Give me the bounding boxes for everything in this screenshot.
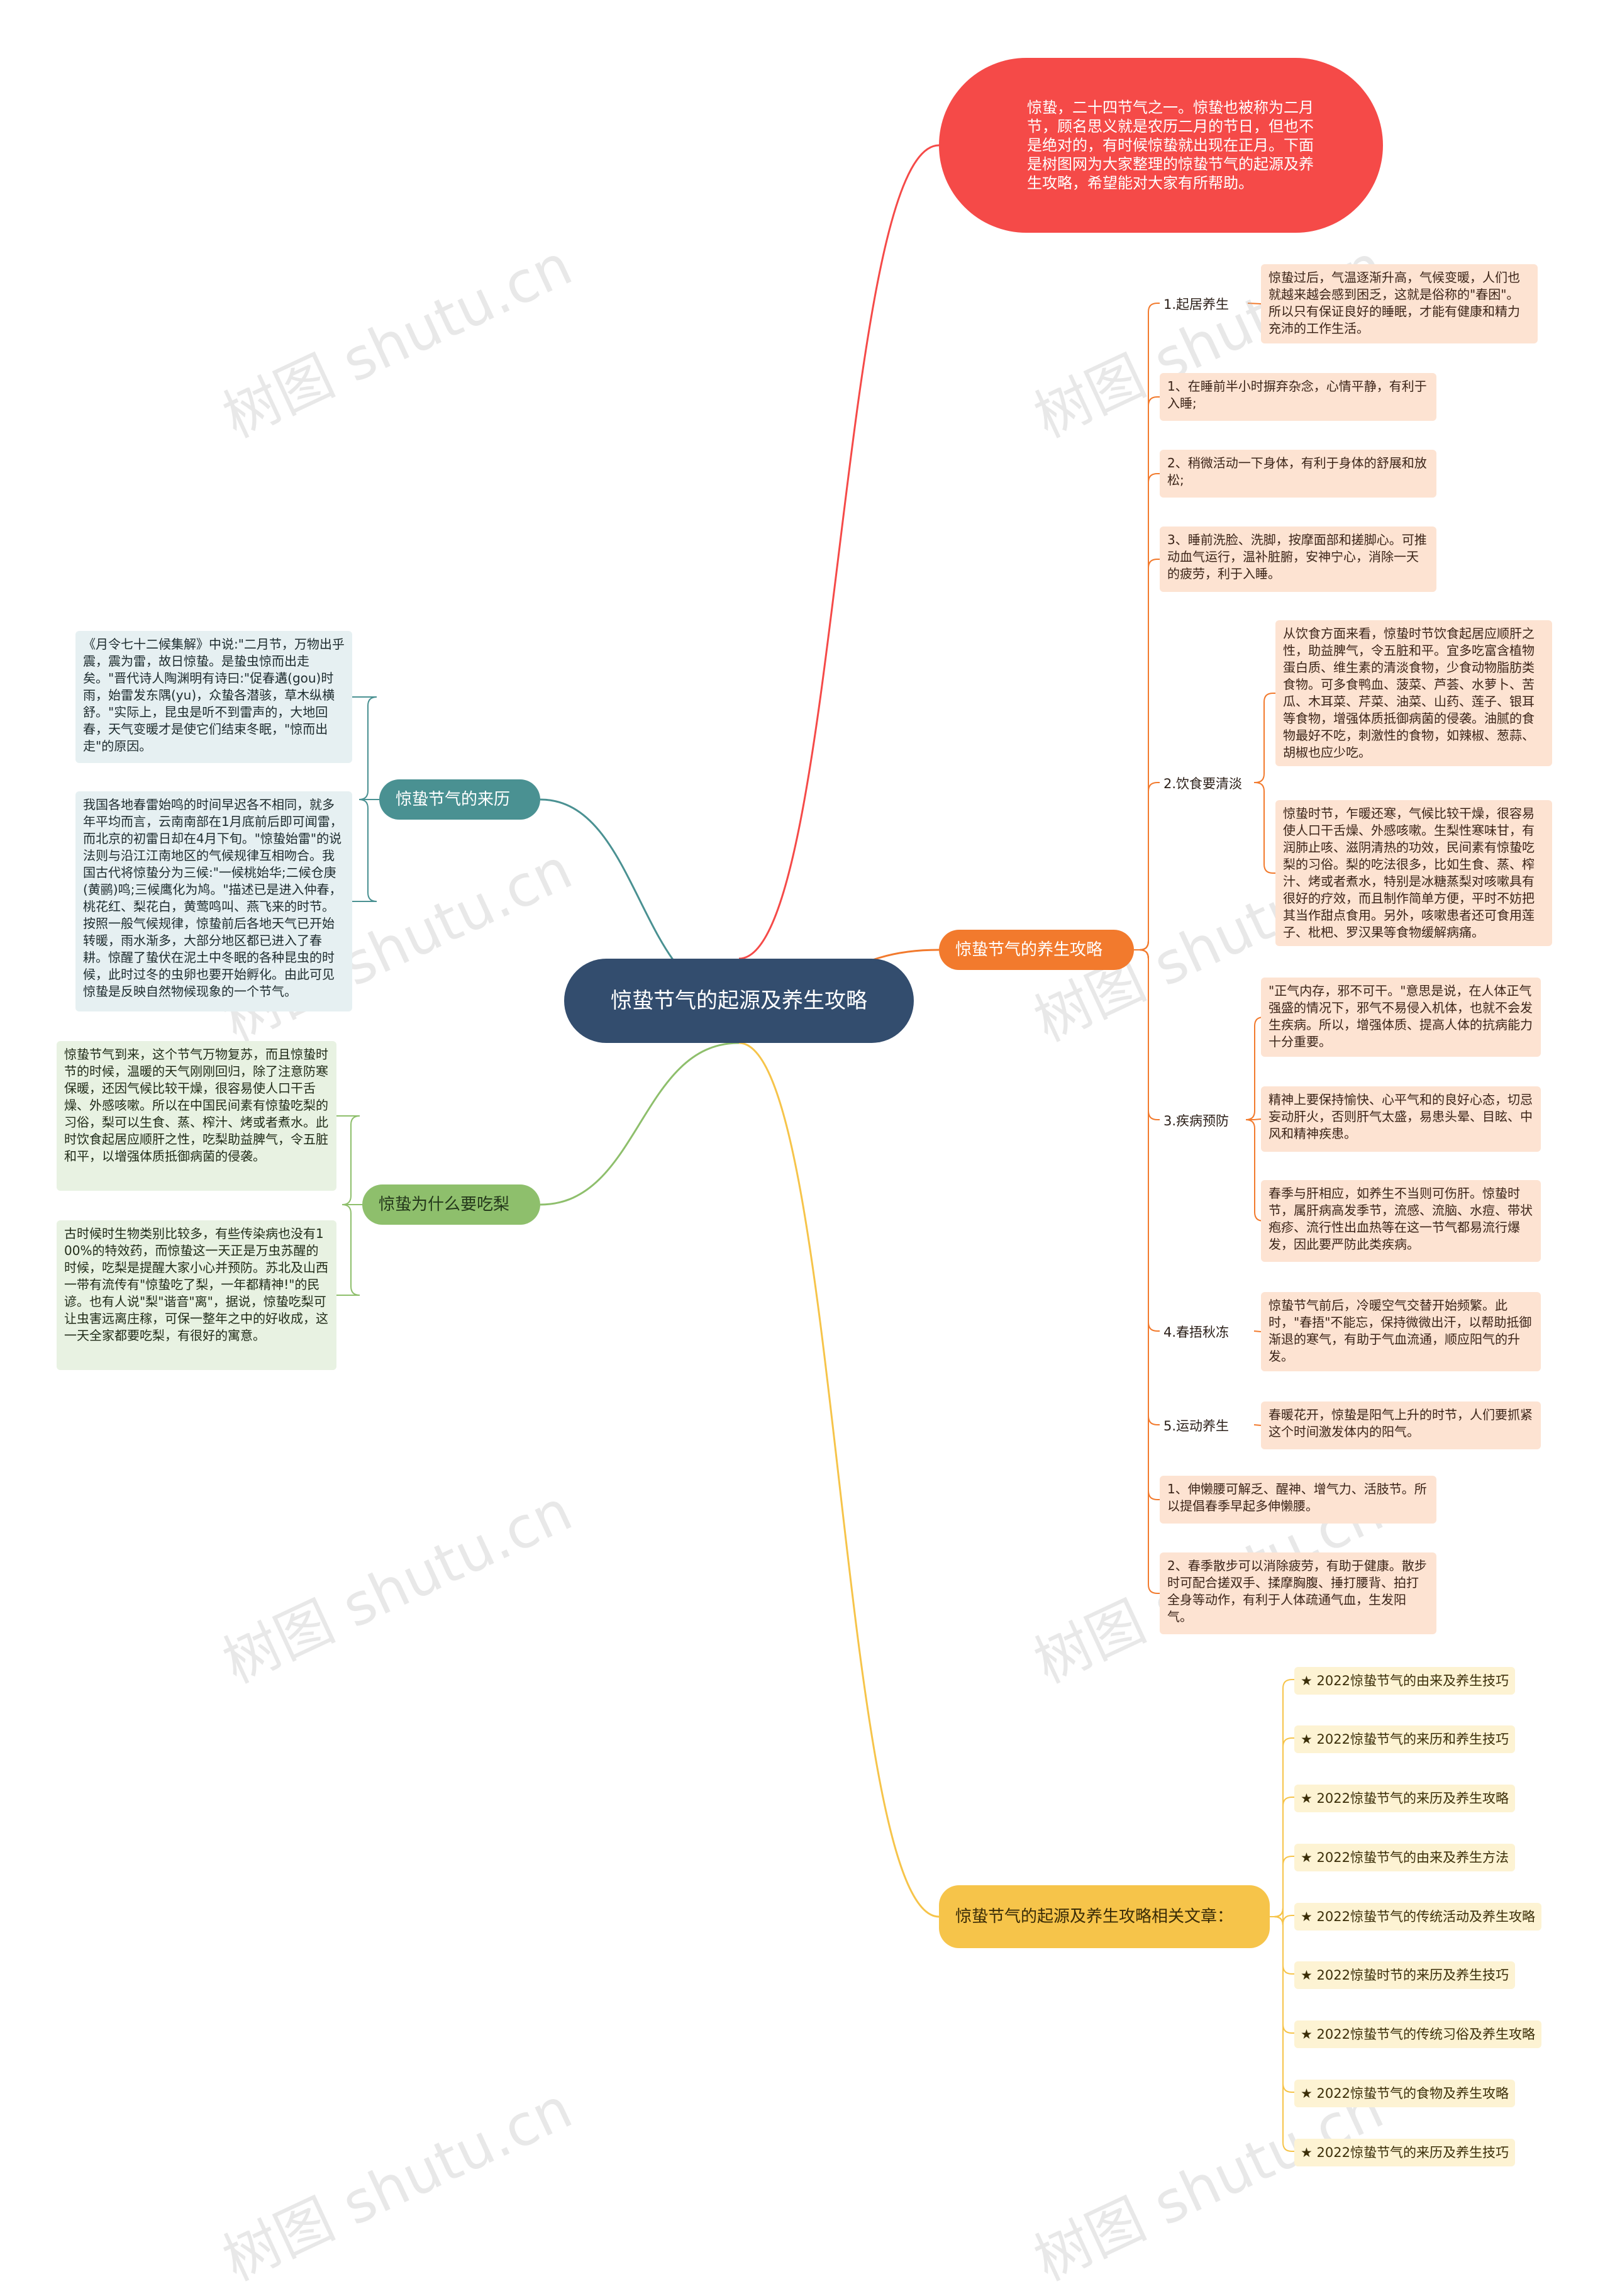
branch-pear[interactable]: 惊蛰为什么要吃梨	[362, 1184, 540, 1225]
health-sleep-detail[interactable]: 惊蛰过后，气温逐渐升高，气候变暖，人们也就越来越会感到困乏，这就是俗称的"春困"…	[1261, 264, 1538, 343]
health-sleep-tip-2[interactable]: 2、稍微活动一下身体，有利于身体的舒展和放松;	[1160, 450, 1436, 498]
pear-leaf-2[interactable]: 古时候时生物类别比较多，有些传染病也没有100%的特效药，而惊蛰这一天正是万虫苏…	[57, 1220, 336, 1370]
connector-line	[1134, 303, 1160, 950]
related-article-link[interactable]: ★ 2022惊蛰节气的来历和养生技巧	[1294, 1725, 1515, 1753]
connector-line	[1254, 782, 1275, 874]
connector-line	[1270, 1737, 1294, 1917]
branch-origin[interactable]: 惊蛰节气的来历	[379, 779, 540, 820]
health-sleep-tip-3[interactable]: 3、睡前洗脸、洗脚，按摩面部和搓脚心。可推动血气运行，温补脏腑，安神宁心，消除一…	[1160, 527, 1436, 592]
connector-line	[1270, 1916, 1294, 2034]
related-article-link[interactable]: ★ 2022惊蛰时节的来历及养生技巧	[1294, 1961, 1515, 1989]
connector-line	[1253, 1330, 1262, 1332]
health-disease-detail-2[interactable]: 精神上要保持愉快、心平气和的良好心态，切忌妄动肝火，否则肝气太盛，易患头晕、目眩…	[1261, 1086, 1541, 1152]
connector-line	[1245, 1119, 1264, 1222]
connector-line	[1270, 1856, 1294, 1917]
connector-line	[1270, 1907, 1294, 1925]
related-article-link[interactable]: ★ 2022惊蛰节气的由来及养生方法	[1294, 1844, 1515, 1871]
connector-line	[738, 1042, 940, 1918]
health-sub-exercise[interactable]: 5.运动养生	[1163, 1418, 1230, 1434]
health-sub-diet[interactable]: 2.饮食要清淡	[1163, 776, 1243, 791]
connector-line	[540, 1042, 740, 1206]
health-sleep-tip-1[interactable]: 1、在睡前半小时摒弃杂念，心情平静，有利于入睡;	[1160, 373, 1436, 421]
health-warm-detail[interactable]: 惊蛰节气前后，冷暖空气交替开始频繁。此时，"春捂"不能忘，保持微微出汗，以帮助抵…	[1261, 1292, 1541, 1371]
connector-line	[738, 144, 940, 960]
connector-line	[1254, 693, 1275, 783]
intro-bubble[interactable]: 惊蛰，二十四节气之一。惊蛰也被称为二月节，顾名思义就是农历二月的节日，但也不是绝…	[939, 58, 1383, 233]
related-article-link[interactable]: ★ 2022惊蛰节气的传统活动及养生攻略	[1294, 1903, 1541, 1931]
related-article-link[interactable]: ★ 2022惊蛰节气的食物及养生攻略	[1294, 2080, 1515, 2107]
connector-line	[1270, 1679, 1294, 1917]
health-sub-disease[interactable]: 3.疾病预防	[1163, 1113, 1230, 1128]
health-exercise-detail[interactable]: 春暖花开，惊蛰是阳气上升的时节，人们要抓紧这个时间激发体内的阳气。	[1261, 1402, 1541, 1449]
connector-line	[1134, 949, 1160, 1425]
health-diet-detail-1[interactable]: 从饮食方面来看，惊蛰时节饮食起居应顺肝之性，助益脾气，令五脏和平。宜多吃富含植物…	[1275, 620, 1552, 766]
related-article-link[interactable]: ★ 2022惊蛰节气的传统习俗及养生攻略	[1294, 2020, 1541, 2048]
connector-line	[1134, 396, 1160, 950]
health-disease-detail-1[interactable]: "正气内存，邪不可干。"意思是说，在人体正气强盛的情况下，邪气不易侵入机体，也就…	[1261, 978, 1541, 1057]
connector-line	[1134, 782, 1160, 950]
origin-leaf-1[interactable]: 《月令七十二候集解》中说:"二月节，万物出乎震，震为雷，故日惊蛰。是蛰虫惊而出走…	[75, 631, 352, 763]
connector-line	[1270, 1916, 1294, 1975]
connector-line	[1247, 303, 1262, 304]
connector-line	[1270, 1916, 1294, 2152]
connector-line	[336, 1115, 362, 1205]
connector-line	[1134, 949, 1160, 1500]
connector-line	[1134, 949, 1160, 1332]
health-exercise-tip-2[interactable]: 2、春季散步可以消除疲劳，有助于健康。散步时可配合搓双手、揉摩胸腹、捶打腰背、拍…	[1160, 1552, 1436, 1634]
connector-line	[352, 696, 379, 800]
connector-line	[1134, 949, 1160, 1594]
pear-leaf-1[interactable]: 惊蛰节气到来，这个节气万物复苏，而且惊蛰时节的时候，温暖的天气刚刚回归，除了注意…	[57, 1041, 336, 1191]
branch-related[interactable]: 惊蛰节气的起源及养生攻略相关文章：	[939, 1885, 1270, 1948]
related-article-link[interactable]: ★ 2022惊蛰节气的由来及养生技巧	[1294, 1667, 1515, 1695]
mindmap-canvas: 树图 shutu.cn 树图 shutu.cn 树图 shutu.cn 树图 s…	[57, 58, 1552, 2293]
origin-leaf-2[interactable]: 我国各地春雷始鸣的时间早迟各不相同，就多年平均而言，云南南部在1月底前后即可闻雷…	[75, 791, 352, 1011]
health-diet-detail-2[interactable]: 惊蛰时节，乍暖还寒，气候比较干燥，很容易使人口干舌燥、外感咳嗽。生梨性寒味甘，有…	[1275, 800, 1552, 946]
branch-health[interactable]: 惊蛰节气的养生攻略	[939, 930, 1134, 970]
branch-pear-label: 惊蛰为什么要吃梨	[379, 1195, 510, 1214]
connector-lines	[336, 144, 1294, 2152]
related-article-link[interactable]: ★ 2022惊蛰节气的来历及养生攻略	[1294, 1785, 1515, 1812]
health-sub-warm[interactable]: 4.春捂秋冻	[1163, 1325, 1230, 1340]
connector-line	[1134, 473, 1160, 950]
branch-origin-label: 惊蛰节气的来历	[396, 790, 511, 809]
related-article-link[interactable]: ★ 2022惊蛰节气的来历及养生技巧	[1294, 2139, 1515, 2166]
branch-health-label: 惊蛰节气的养生攻略	[955, 940, 1103, 959]
connector-line	[1134, 949, 1160, 1120]
intro-text: 惊蛰，二十四节气之一。惊蛰也被称为二月节，顾名思义就是农历二月的节日，但也不是绝…	[1027, 99, 1314, 192]
connector-line	[1253, 1118, 1262, 1120]
health-exercise-tip-1[interactable]: 1、伸懒腰可解乏、醒神、增气力、活肢节。所以提倡春季早起多伸懒腰。	[1160, 1476, 1436, 1524]
connector-line	[1270, 1916, 1294, 2093]
connector-line	[1134, 559, 1160, 950]
connector-line	[336, 1204, 362, 1296]
health-disease-detail-3[interactable]: 春季与肝相应，如养生不当则可伤肝。惊蛰时节，属肝病高发季节，流感、流脑、水痘、带…	[1261, 1180, 1541, 1262]
connector-line	[352, 799, 379, 902]
central-topic[interactable]: 惊蛰节气的起源及养生攻略	[564, 959, 914, 1043]
health-sub-sleep[interactable]: 1.起居养生	[1163, 297, 1230, 312]
